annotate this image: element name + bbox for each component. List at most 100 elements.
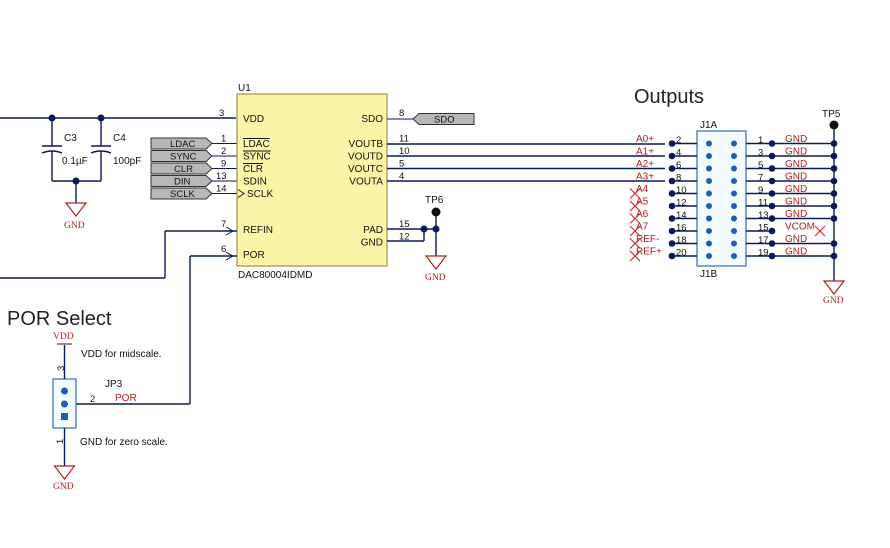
j1a-label: J1A <box>700 120 718 131</box>
u1-pin-vouta: VOUTA <box>349 177 383 188</box>
u1-part-number: DAC80004IDMD <box>238 270 312 281</box>
port-clr: CLR <box>174 164 193 175</box>
j1-pin-left-dot <box>706 215 712 222</box>
u1-pin-refin: REFIN <box>243 225 273 236</box>
gnd-label-j1: GND <box>823 296 844 306</box>
c3-value: 0.1µF <box>62 156 88 167</box>
port-ldac: LDAC <box>170 139 195 150</box>
j1-net-gnd-5: GND <box>785 159 807 170</box>
u1-pin-9: 9 <box>221 159 226 170</box>
j1-pin-10: 10 <box>676 185 687 196</box>
j1-net-gnd-9: GND <box>785 184 807 195</box>
j1-pin-right-dot <box>731 228 737 234</box>
j1-pin-17: 17 <box>758 235 769 246</box>
j1-net-ref-plus: REF+ <box>636 247 662 258</box>
jp3-por-net: POR <box>115 393 137 404</box>
tp5-label: TP5 <box>822 109 841 120</box>
c4-value: 100pF <box>113 156 141 167</box>
gnd-label-u1: GND <box>425 273 446 283</box>
j1-left-node <box>668 240 676 247</box>
j1-pin-right-dot <box>731 253 737 259</box>
j1-pin-left-dot <box>706 153 712 159</box>
j1-pin-1: 1 <box>758 135 763 146</box>
j1-gnd-node <box>830 215 838 222</box>
no-connect-mark <box>629 213 641 224</box>
j1-pin-15: 15 <box>758 223 769 234</box>
j1-pin-13: 13 <box>758 210 769 221</box>
u1-pin-por: POR <box>243 250 265 261</box>
j1-gnd-node <box>830 152 838 160</box>
u1-pin-2: 2 <box>221 146 226 157</box>
j1-net-a7: A7 <box>636 222 649 233</box>
jp3-jumper <box>52 343 77 480</box>
j1-connector <box>696 120 846 295</box>
u1-pin-8: 8 <box>399 108 404 119</box>
jp3-pin-3: 3 <box>56 366 67 371</box>
u1-body <box>236 93 388 267</box>
j1-net-a1: A1+ <box>636 147 654 158</box>
output-traces <box>387 143 665 182</box>
j1-pin-18: 18 <box>676 235 687 246</box>
u1-pin-sdin: SDIN <box>243 177 267 188</box>
j1-pin-16: 16 <box>676 223 687 234</box>
u1-pin-ldac: LDAC <box>243 139 270 150</box>
j1-pin-left-dot <box>706 178 712 184</box>
j1-gnd-node <box>830 252 838 260</box>
port-sync: SYNC <box>170 152 197 163</box>
refin-por-wires <box>0 226 237 405</box>
j1-pin-right-dot <box>731 165 737 172</box>
u1-pin-6: 6 <box>221 244 226 255</box>
sdo-port <box>387 113 475 125</box>
j1-left-node <box>668 215 676 222</box>
j1-left-node <box>668 177 676 185</box>
j1-pin-left-dot <box>706 228 712 234</box>
j1-pin-11: 11 <box>758 198 768 209</box>
j1-pin-14: 14 <box>676 210 687 221</box>
j1-net-gnd-11: GND <box>785 197 807 208</box>
j1-pin-right-dot <box>731 178 737 184</box>
j1-pin-12: 12 <box>676 198 687 209</box>
j1-pin-left-dot <box>706 253 712 259</box>
j1-net-gnd-3: GND <box>785 147 807 158</box>
j1-net-a2: A2+ <box>636 159 654 170</box>
j1b-label: J1B <box>700 269 718 280</box>
u1-pin-voutd: VOUTD <box>348 152 383 163</box>
j1-pin-right-dot <box>731 215 737 222</box>
j1-left-node <box>668 227 676 235</box>
outputs-title: Outputs <box>634 86 704 108</box>
j1-net-gnd-19: GND <box>785 247 807 258</box>
u1-pin-gnd: GND <box>361 238 383 249</box>
u1-pin-clr: CLR <box>243 164 263 175</box>
u1-pin-11: 11 <box>399 134 409 145</box>
jp3-note-gnd: GND for zero scale. <box>80 437 168 448</box>
j1-pin-left-dot <box>706 240 712 247</box>
u1-refdes: U1 <box>238 83 251 94</box>
j1-left-node <box>668 190 676 197</box>
u1-pin-voutc: VOUTC <box>348 164 383 175</box>
j1-net-a5: A5 <box>636 197 649 208</box>
j1-rows <box>629 140 838 262</box>
j1-left-node <box>668 202 676 210</box>
u1-pin-4: 4 <box>399 171 404 182</box>
u1-pin-14: 14 <box>216 184 227 195</box>
j1-pin-2: 2 <box>676 135 681 146</box>
j1-pin-right-dot <box>731 240 737 247</box>
j1-gnd-node <box>830 202 838 210</box>
j1-pin-20: 20 <box>676 248 687 259</box>
u1-pin-sclk: SCLK <box>247 189 273 200</box>
j1-pin-7: 7 <box>758 173 763 184</box>
j1-left-node <box>668 152 676 160</box>
j1-pin-right-dot <box>731 190 737 197</box>
j1-net-gnd-17: GND <box>785 234 807 245</box>
j1-gnd-node <box>830 140 838 147</box>
jp3-vdd-label: VDD <box>53 332 74 342</box>
por-select-title: POR Select <box>7 308 112 330</box>
j1-net-vcom: VCOM <box>785 222 815 233</box>
j1-pin-right-dot <box>731 153 737 159</box>
u1-pin-5: 5 <box>399 159 404 170</box>
j1-pin-9: 9 <box>758 185 763 196</box>
no-connect-mark <box>629 238 641 249</box>
j1-pin-left-dot <box>706 165 712 172</box>
pad-ground <box>387 207 448 270</box>
j1-pin-3: 3 <box>758 148 763 159</box>
